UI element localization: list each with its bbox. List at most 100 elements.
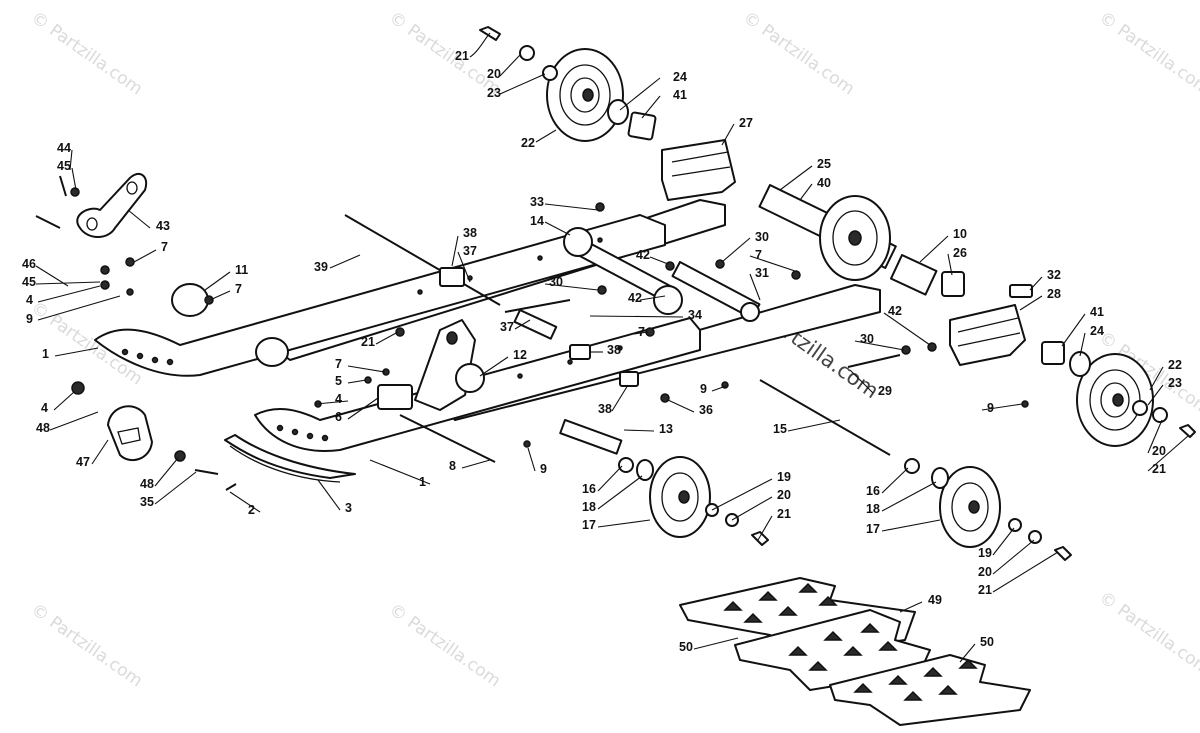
callout-label: 4 (335, 392, 342, 406)
callout-label: 48 (140, 477, 154, 491)
callout-label: 34 (688, 308, 702, 322)
callout-label: 44 (57, 141, 71, 155)
callout-label: 30 (755, 230, 769, 244)
bolt-8 (399, 414, 496, 463)
callout-label: 39 (314, 260, 328, 274)
callout-label: 31 (755, 266, 769, 280)
callout-label: 8 (449, 459, 456, 473)
callout-label: 48 (36, 421, 50, 435)
spacer-37 (513, 309, 558, 340)
callout-label: 17 (866, 522, 880, 536)
callout-label: 43 (156, 219, 170, 233)
bracket-27 (661, 139, 736, 201)
bolt-29 (847, 354, 901, 368)
spacer-10 (890, 254, 938, 296)
callout-label: 23 (487, 86, 501, 100)
washer-24-top (607, 99, 629, 125)
hardware (70, 187, 1029, 462)
callout-label: 26 (953, 246, 967, 260)
callout-label: 50 (980, 635, 994, 649)
bolt-21-right-bogie (1054, 546, 1072, 561)
callout-label: 9 (540, 462, 547, 476)
callout-label: 42 (888, 304, 902, 318)
nut-23-right (1132, 400, 1148, 416)
callout-label: 32 (1047, 268, 1061, 282)
callout-label: 45 (22, 275, 36, 289)
bolt-21-right (1179, 424, 1196, 438)
callout-label: 21 (361, 335, 375, 349)
track-clips (679, 577, 1031, 726)
callout-label: 9 (700, 382, 707, 396)
pivot-housing-right (255, 337, 289, 367)
watermark: © Partzilla.com (385, 600, 504, 692)
pivot-housing-14 (563, 227, 593, 257)
callout-label: 21 (1152, 462, 1166, 476)
callout-label: 11 (235, 263, 248, 277)
callout-label: 30 (549, 275, 563, 289)
callout-label: 7 (335, 357, 342, 371)
washer-20-right (1152, 407, 1168, 423)
callout-label: 5 (335, 374, 342, 388)
shaft-15 (759, 379, 891, 456)
callout-label: 23 (1168, 376, 1182, 390)
callout-label: 17 (582, 518, 596, 532)
callout-label: 19 (777, 470, 791, 484)
callout-label: 3 (345, 501, 352, 515)
callout-label: 2 (248, 503, 255, 517)
callout-label: 9 (987, 401, 994, 415)
callout-label: 20 (978, 565, 992, 579)
block-38-mid (569, 344, 591, 360)
watermark: © Partzilla.com (1095, 8, 1200, 100)
shaft-34 (504, 299, 571, 313)
callout-label: 22 (1168, 358, 1182, 372)
callout-label: 7 (161, 240, 168, 254)
callout-label: 35 (140, 495, 154, 509)
callout-label: 18 (582, 500, 596, 514)
block-6 (377, 384, 413, 410)
callout-label: 25 (817, 157, 831, 171)
callout-label: 42 (628, 291, 642, 305)
callout-label: 1 (419, 475, 426, 489)
block-38-upper (439, 267, 465, 287)
leader-lines (35, 32, 1189, 663)
callout-label: 41 (1090, 305, 1104, 319)
rail-holes (121, 237, 623, 442)
callout-label: 29 (878, 384, 892, 398)
callout-label: 7 (755, 248, 762, 262)
spacer-31-end (740, 302, 760, 322)
callout-label: 45 (57, 159, 71, 173)
bracket-28 (949, 304, 1026, 366)
callout-label: 37 (463, 244, 477, 258)
callout-label: 21 (455, 49, 469, 63)
callout-label: 46 (22, 257, 36, 271)
nut-23-top (542, 65, 558, 81)
cam-47 (107, 405, 153, 462)
callout-label: 38 (607, 343, 621, 357)
callout-label: 42 (636, 248, 650, 262)
callout-label: 40 (817, 176, 831, 190)
callout-label: 20 (777, 488, 791, 502)
callout-label: 1 (42, 347, 49, 361)
callout-label: 47 (76, 455, 90, 469)
callout-label: 14 (530, 214, 544, 228)
shaft-39 (344, 214, 501, 306)
callout-label: 24 (1090, 324, 1104, 338)
slide-rail-upper (94, 214, 666, 377)
washer-20-right-bogie (1028, 530, 1042, 544)
callout-label: 16 (866, 484, 880, 498)
bearing-18-right (931, 467, 949, 489)
bolt-21-left (751, 531, 769, 546)
spacer-13 (559, 419, 623, 455)
callout-label: 4 (26, 293, 33, 307)
washer-16-left (618, 457, 634, 473)
callout-label: 38 (598, 402, 612, 416)
callout-label: 7 (638, 325, 645, 339)
washer-24-right (1069, 351, 1091, 377)
callout-label: 12 (513, 348, 527, 362)
callout-label: 37 (500, 320, 514, 334)
wear-strip (224, 434, 356, 479)
callout-label: 16 (582, 482, 596, 496)
callout-label: 21 (978, 583, 992, 597)
